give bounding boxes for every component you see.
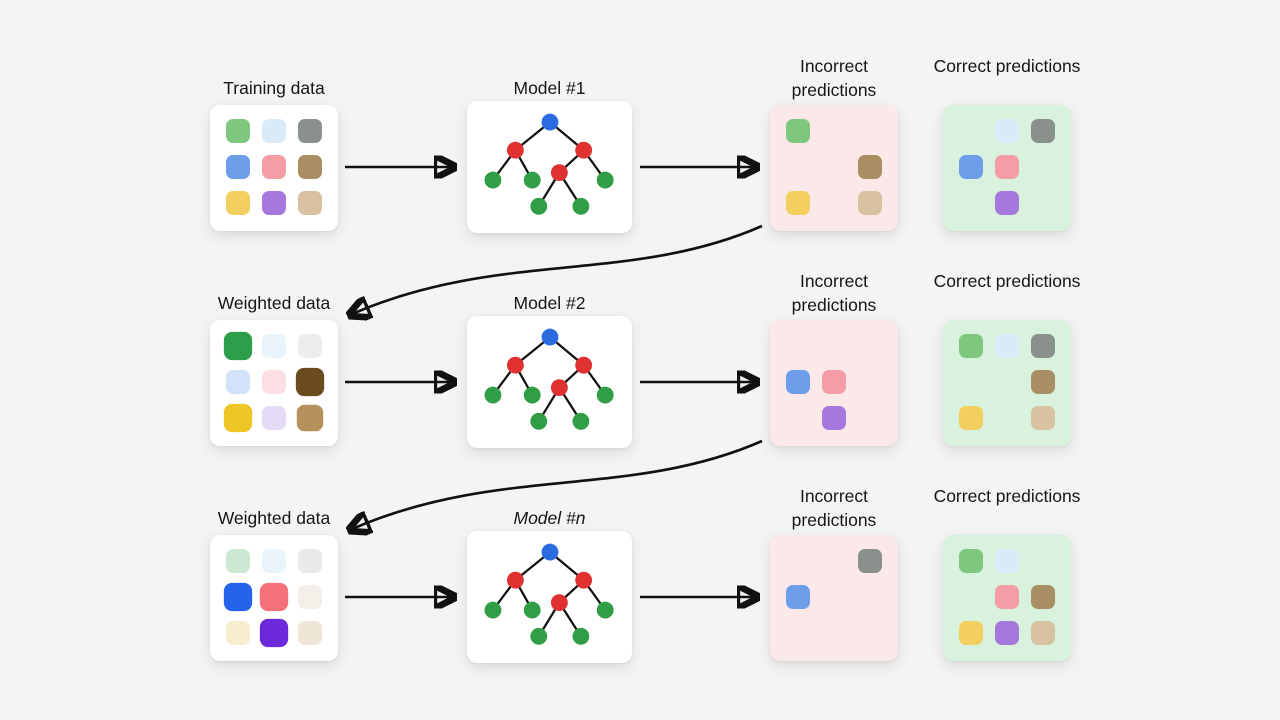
incorrect-predictions-label: Incorrect predictions — [791, 271, 877, 315]
model-card — [467, 316, 632, 448]
decision-tree-icon — [484, 328, 614, 430]
data-square — [995, 334, 1019, 358]
incorrect-grid — [770, 320, 898, 444]
data-card-label: Training data — [223, 78, 325, 98]
data-square — [298, 549, 322, 573]
data-square — [786, 191, 810, 215]
correct-grid — [943, 105, 1071, 229]
weighted-data-card — [210, 320, 338, 446]
data-square — [1031, 406, 1055, 430]
weighted-data-card — [210, 535, 338, 661]
data-square — [295, 367, 325, 397]
data-square — [262, 119, 286, 143]
data-square — [858, 191, 882, 215]
data-square — [1031, 334, 1055, 358]
data-square — [298, 119, 322, 143]
incorrect-grid — [770, 105, 898, 229]
data-square — [959, 406, 983, 430]
data-square — [262, 549, 286, 573]
data-square — [995, 119, 1019, 143]
data-square — [262, 334, 286, 358]
data-square — [995, 191, 1019, 215]
data-card-label: Weighted data — [217, 508, 331, 528]
data-square — [858, 155, 882, 179]
decision-tree-icon — [484, 113, 614, 215]
data-square — [226, 119, 250, 143]
model-label: Model #2 — [513, 293, 586, 313]
correct-predictions-card — [943, 320, 1071, 446]
data-square — [995, 549, 1019, 573]
data-square — [1031, 119, 1055, 143]
data-square — [226, 621, 250, 645]
correct-predictions-label: Correct predictions — [933, 486, 1081, 506]
correct-predictions-label: Correct predictions — [933, 271, 1081, 291]
data-square — [858, 549, 882, 573]
data-square — [959, 334, 983, 358]
data-square — [223, 582, 253, 612]
data-square — [995, 585, 1019, 609]
data-square — [786, 119, 810, 143]
data-square — [262, 155, 286, 179]
correct-predictions-card — [943, 535, 1071, 661]
data-square — [1031, 621, 1055, 645]
data-square — [298, 334, 322, 358]
data-grid — [210, 105, 338, 229]
data-square — [959, 621, 983, 645]
data-square — [223, 331, 253, 361]
incorrect-predictions-card — [770, 320, 898, 446]
model-label: Model #1 — [513, 78, 586, 98]
correct-predictions-label: Correct predictions — [933, 56, 1081, 76]
incorrect-predictions-card — [770, 535, 898, 661]
data-square — [298, 191, 322, 215]
incorrect-predictions-card — [770, 105, 898, 231]
data-square — [298, 621, 322, 645]
data-square — [262, 406, 286, 430]
data-grid — [210, 535, 338, 659]
decision-tree-icon — [484, 543, 614, 645]
data-square — [959, 155, 983, 179]
data-square — [262, 370, 286, 394]
data-card-label: Weighted data — [217, 293, 331, 313]
data-square — [786, 370, 810, 394]
data-square — [1031, 585, 1055, 609]
data-square — [298, 155, 322, 179]
data-square — [298, 585, 322, 609]
incorrect-predictions-label: Incorrect predictions — [791, 56, 877, 100]
data-square — [259, 618, 289, 648]
data-square — [995, 155, 1019, 179]
correct-grid — [943, 535, 1071, 659]
data-square — [959, 549, 983, 573]
data-square — [995, 621, 1019, 645]
incorrect-predictions-label: Incorrect predictions — [791, 486, 877, 530]
data-square — [226, 155, 250, 179]
data-square — [226, 370, 250, 394]
data-square — [226, 549, 250, 573]
data-square — [296, 404, 324, 432]
model-card — [467, 531, 632, 663]
data-square — [259, 582, 289, 612]
model-card — [467, 101, 632, 233]
data-square — [822, 406, 846, 430]
data-grid — [210, 320, 338, 444]
model-label: Model #n — [513, 508, 586, 528]
training-data-card — [210, 105, 338, 231]
correct-predictions-card — [943, 105, 1071, 231]
data-square — [822, 370, 846, 394]
data-square — [262, 191, 286, 215]
data-square — [223, 403, 253, 433]
data-square — [786, 585, 810, 609]
data-square — [1031, 370, 1055, 394]
correct-grid — [943, 320, 1071, 444]
data-square — [226, 191, 250, 215]
incorrect-grid — [770, 535, 898, 659]
